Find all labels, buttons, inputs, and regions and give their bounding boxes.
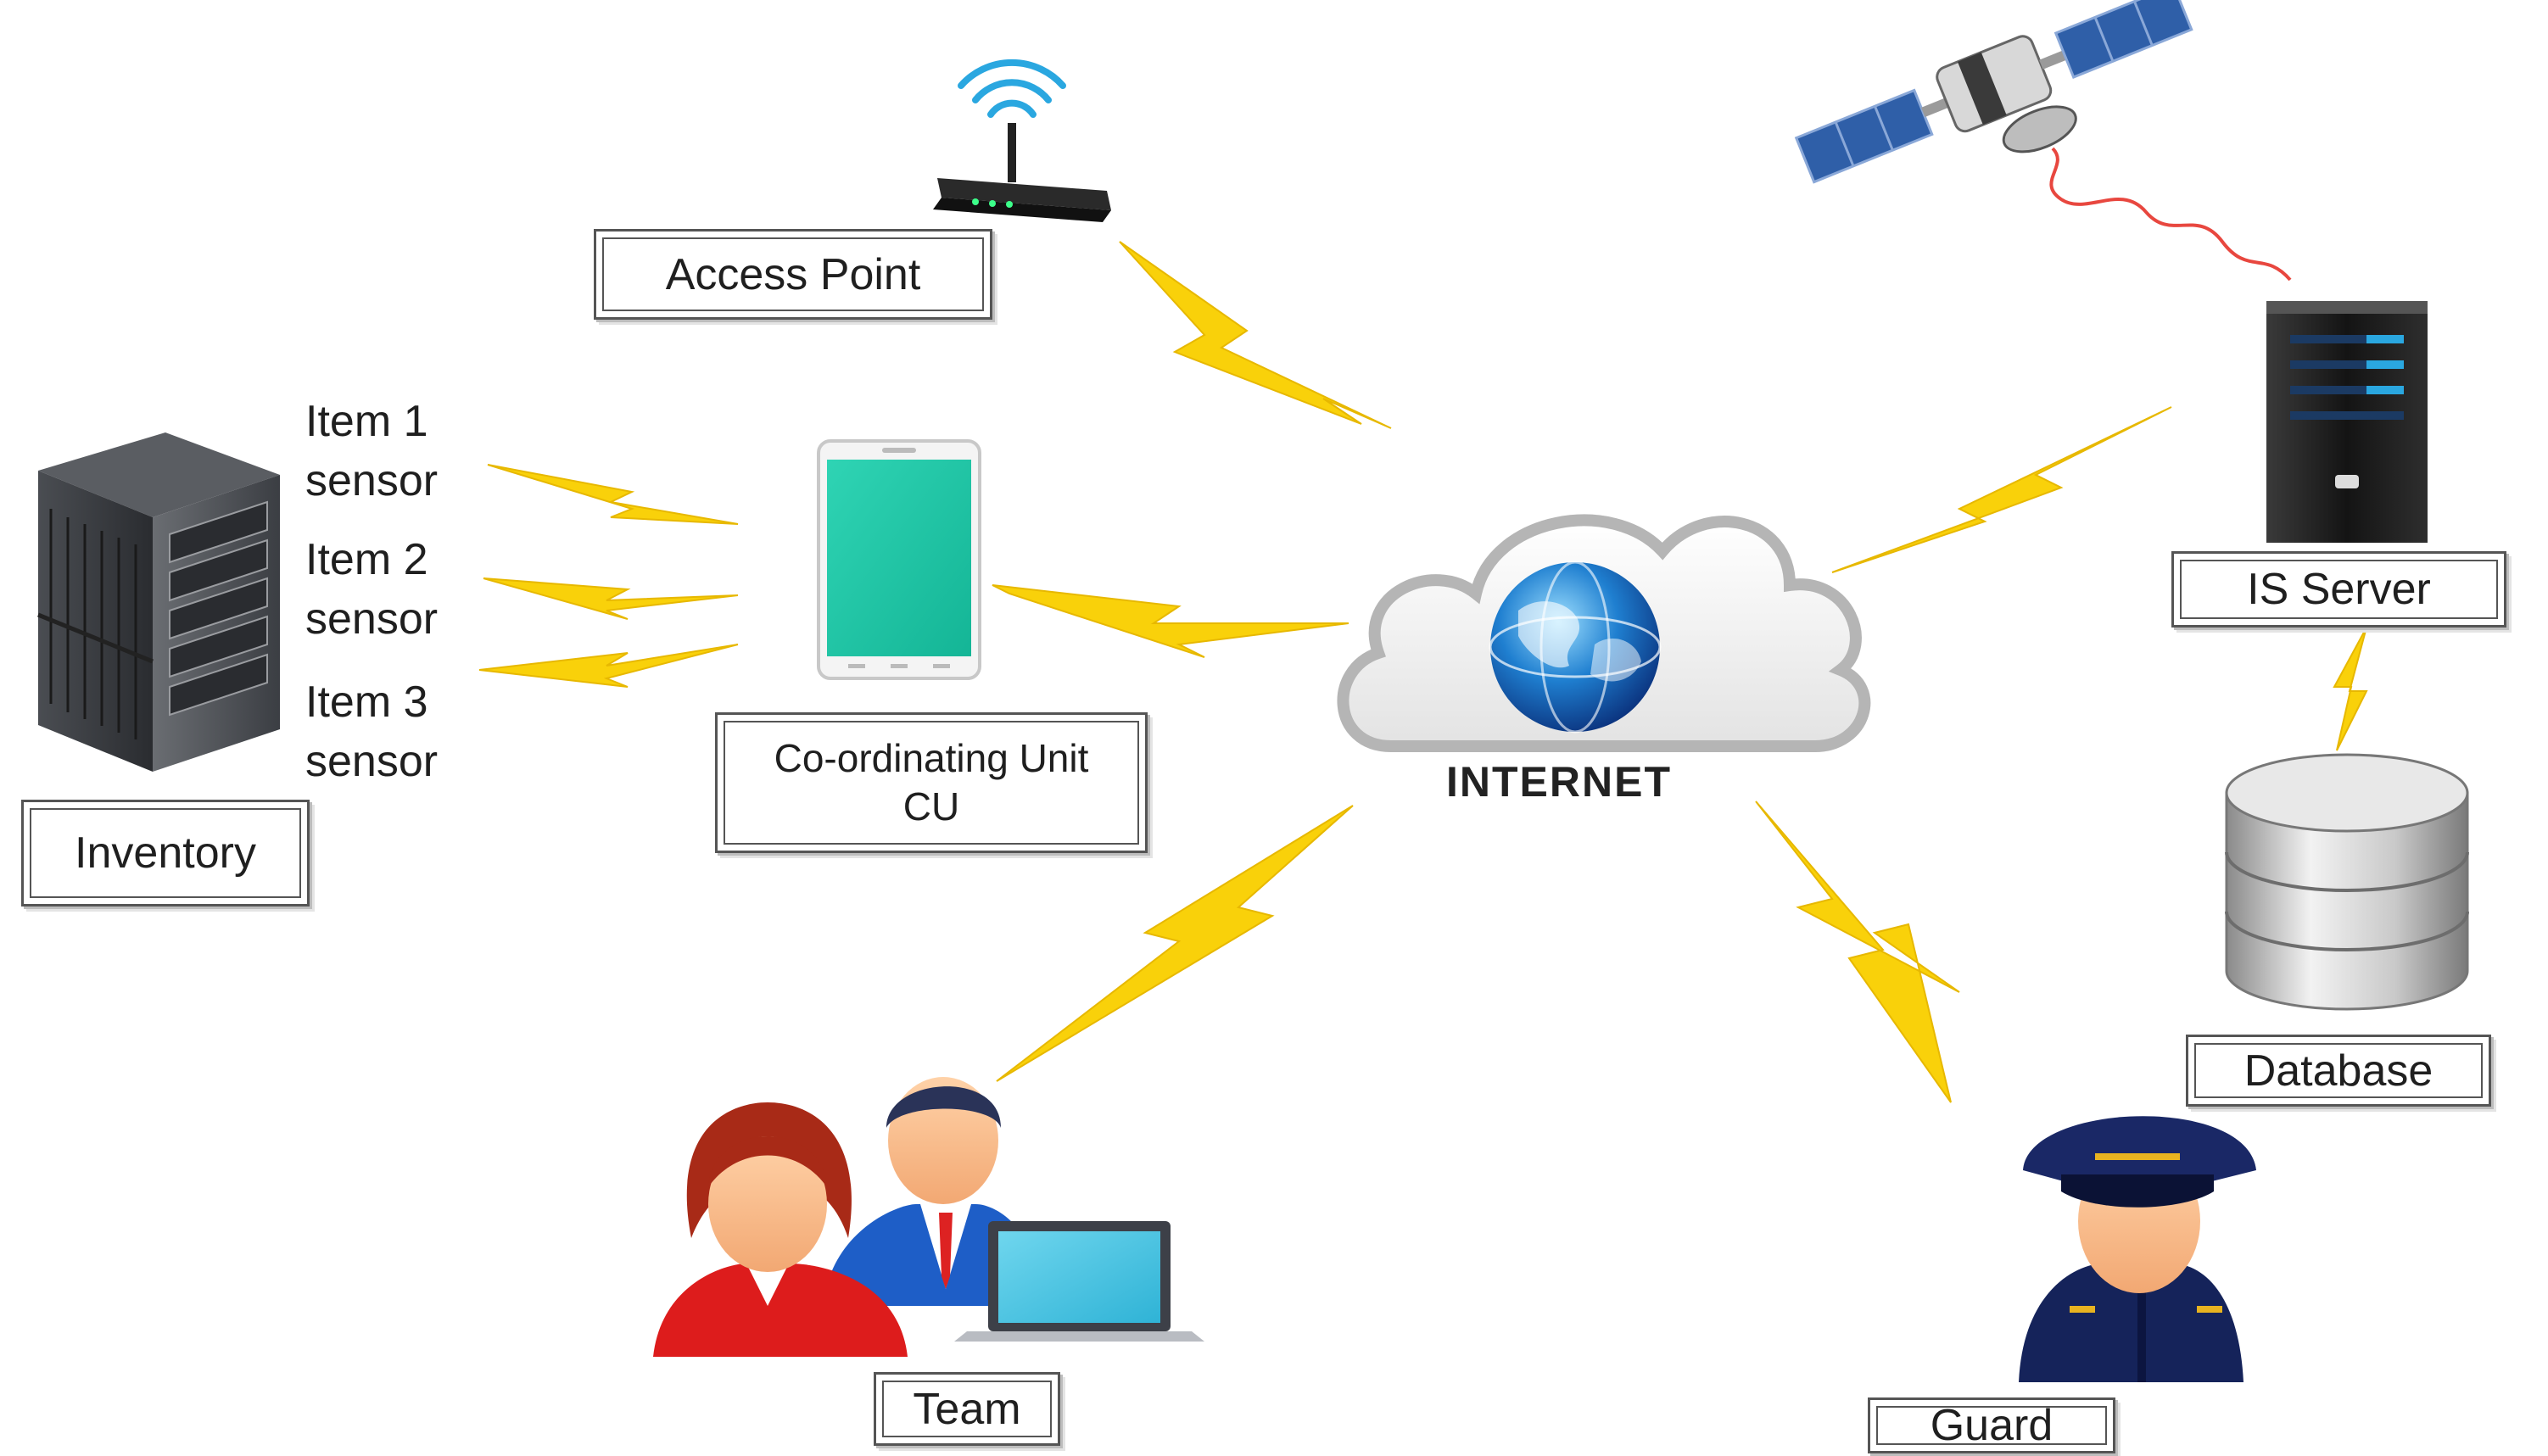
guard-icon: [2019, 1116, 2256, 1382]
team-label: Team: [874, 1372, 1060, 1446]
cu-text: CU: [902, 784, 960, 828]
database-icon: [2225, 753, 2469, 1011]
access-point-text: Access Point: [665, 249, 921, 299]
sensor-item-3-name: Item 3: [305, 678, 428, 727]
sensor-item-1: Item 1 sensor: [305, 392, 438, 510]
coordinating-unit-label: Co-ordinating Unit CU: [715, 712, 1148, 853]
sensor-item-1-name: Item 1: [305, 397, 428, 446]
is-server-text: IS Server: [2247, 565, 2431, 614]
bolt-sensor2: [483, 577, 739, 620]
bolt-phone-cloud: [992, 584, 1349, 658]
access-point-label: Access Point: [594, 229, 992, 320]
bolt-sensor1: [487, 464, 739, 525]
is-server-label: IS Server: [2171, 551, 2506, 628]
cloud-globe-icon: [1337, 514, 1871, 752]
internet-label: INTERNET: [1446, 758, 1672, 806]
smartphone-icon: [817, 439, 981, 680]
database-text: Database: [2243, 1046, 2433, 1096]
bolt-server-database: [2333, 627, 2368, 751]
bolt-server-cloud: [1831, 406, 2172, 573]
server-rack-icon: [37, 432, 280, 772]
lightning-bolt-icon: [478, 241, 2368, 1103]
sensor-item-1-type: sensor: [305, 456, 439, 505]
bolt-team-cloud: [996, 805, 1354, 1082]
database-label: Database: [2186, 1035, 2491, 1107]
team-icon: [653, 1077, 1043, 1357]
guard-text: Guard: [1930, 1401, 2053, 1450]
inventory-text: Inventory: [75, 828, 256, 878]
bolt-accesspoint-cloud: [1119, 241, 1392, 429]
coordinating-unit-text: Co-ordinating Unit: [774, 735, 1089, 780]
satellite-signal: [2049, 147, 2292, 282]
satellite-icon: [1794, 0, 2193, 184]
bolt-guard-cloud: [1755, 801, 1960, 1103]
sensor-item-3-type: sensor: [305, 737, 439, 786]
sensor-item-3: Item 3 sensor: [305, 672, 438, 791]
bolt-sensor3: [478, 644, 739, 688]
server-tower-icon: [2266, 301, 2428, 543]
sensor-item-2-type: sensor: [305, 594, 439, 644]
sensor-item-2-name: Item 2: [305, 535, 428, 584]
guard-label: Guard: [1868, 1397, 2115, 1453]
sensor-item-2: Item 2 sensor: [305, 530, 438, 649]
team-text: Team: [913, 1384, 1021, 1434]
laptop-icon: [954, 1221, 1204, 1342]
router-icon: [933, 59, 1111, 222]
inventory-label: Inventory: [21, 800, 310, 907]
